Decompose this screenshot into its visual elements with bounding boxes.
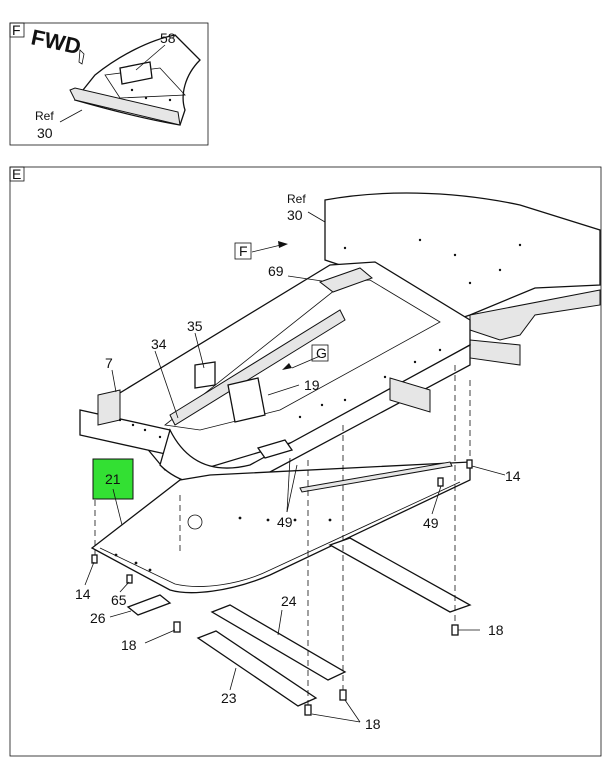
right-bracket <box>389 377 431 413</box>
detail-f-letter: F <box>12 22 21 38</box>
pan-hole <box>187 514 203 530</box>
detail-f-ref: Ref <box>35 109 54 123</box>
detail-f-callout-30: 30 <box>37 125 53 141</box>
f-arrow-icon <box>278 241 288 248</box>
highlight-21 <box>92 458 134 500</box>
frame-rail-stub-lower <box>469 339 521 366</box>
bracket-35 <box>194 361 216 389</box>
rail-34 <box>169 309 346 426</box>
f-view-box <box>234 242 252 260</box>
diagonal-strap <box>299 461 453 493</box>
bracket-7 <box>97 389 121 426</box>
view-e-letter-box <box>9 166 25 182</box>
callout-49-center: 49 <box>277 514 293 530</box>
rail-69 <box>318 267 373 293</box>
view-e-panel: E <box>9 166 602 757</box>
frame-rail-stub <box>469 289 601 341</box>
g-view-label: G <box>316 345 327 361</box>
callout-18-bottom: 18 <box>365 716 381 732</box>
f-view-label: F <box>239 243 248 259</box>
leader-lines <box>84 211 506 723</box>
bracket-26 <box>126 594 172 616</box>
detail-f-letter-box <box>9 22 25 38</box>
callout-14-left: 14 <box>75 586 91 602</box>
fasteners <box>91 459 473 716</box>
lower-pan-edge <box>99 481 461 587</box>
body-shell-30 <box>324 192 601 326</box>
box-19 <box>227 377 266 423</box>
callout-7: 7 <box>105 355 113 371</box>
callout-65: 65 <box>111 592 127 608</box>
callout-21: 21 <box>105 471 121 487</box>
callout-18-left: 18 <box>121 637 137 653</box>
view-e-letter: E <box>12 166 21 182</box>
callout-24: 24 <box>281 593 297 609</box>
crossbar-24 <box>210 604 347 681</box>
callout-34: 34 <box>151 336 167 352</box>
front-curve <box>159 343 471 487</box>
callout-19: 19 <box>304 377 320 393</box>
callout-49-right: 49 <box>423 515 439 531</box>
g-arrow-icon <box>282 363 292 370</box>
detail-f-panel-edge <box>69 87 181 126</box>
callout-26: 26 <box>90 610 106 626</box>
view-e-ref: Ref <box>287 192 306 206</box>
shell-dots <box>343 238 522 285</box>
g-view-box <box>311 344 329 362</box>
tab-49 <box>256 439 294 459</box>
fastener-guides <box>94 365 471 715</box>
crossbar-upper <box>328 537 472 613</box>
bracket-58 <box>119 61 153 85</box>
detail-f-panel: F FWD 58 Ref 30 <box>9 22 209 146</box>
frame-dots <box>118 348 442 439</box>
callout-58: 58 <box>160 30 176 46</box>
callout-14-right: 14 <box>505 468 521 484</box>
callout-30: 30 <box>287 207 303 223</box>
view-e-frame <box>9 166 602 757</box>
callout-35: 35 <box>187 318 203 334</box>
pan-dots <box>114 516 332 572</box>
crossbar-23 <box>196 630 318 707</box>
callout-23: 23 <box>221 690 237 706</box>
fwd-arrow-icon <box>78 49 85 65</box>
callout-69: 69 <box>268 263 284 279</box>
fwd-label: FWD <box>29 24 83 59</box>
detail-f-frame <box>9 22 209 146</box>
callout-18-right: 18 <box>488 622 504 638</box>
